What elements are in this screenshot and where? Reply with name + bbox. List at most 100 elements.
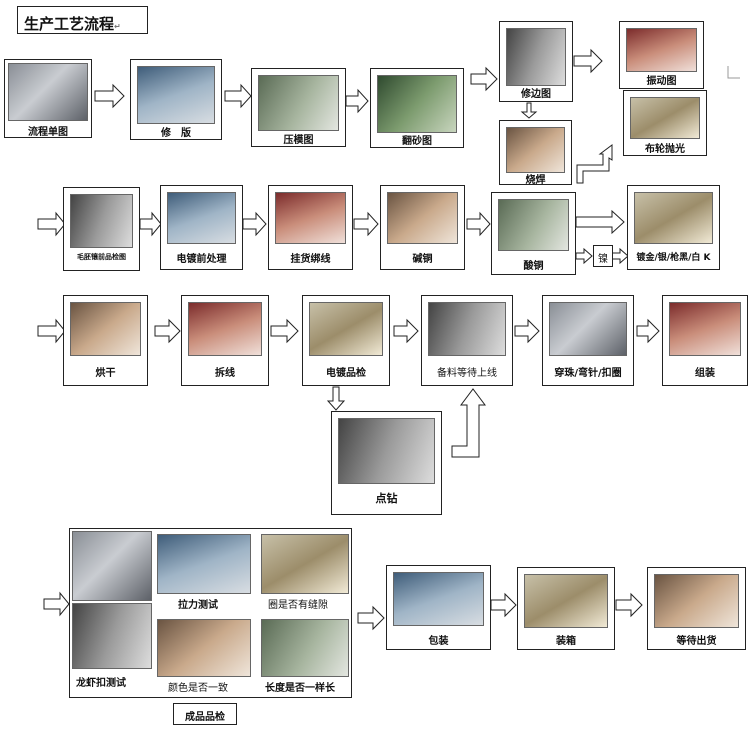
arrow-r4-in	[43, 591, 70, 617]
para-mark: ↵	[114, 22, 121, 31]
photo-color-check	[157, 619, 251, 677]
photo-flow-single	[8, 63, 88, 121]
photo-dry	[70, 302, 141, 356]
label-assemble: 组装	[695, 368, 715, 379]
photo-rough-inspect	[70, 194, 133, 248]
photo-prep-line	[428, 302, 506, 356]
step-nickel: 镍	[593, 245, 613, 267]
photo-box	[524, 574, 608, 628]
step-trim-edge: 修边图	[499, 21, 573, 102]
label-length-check: 长度是否一样长	[265, 683, 335, 694]
photo-trim-edge	[506, 28, 566, 86]
arrow-r4-2	[490, 592, 517, 618]
arrow-r4-1	[357, 605, 385, 631]
step-weld: 烧焊	[499, 120, 572, 186]
step-pre-plating: 电镀前处理	[160, 185, 243, 270]
arrow-weld-polish	[576, 144, 613, 184]
diagram-title: 生产工艺流程↵	[17, 6, 148, 34]
photo-ship	[654, 574, 739, 628]
photo-bead-pin	[549, 302, 627, 356]
photo-plating-finish	[634, 192, 713, 244]
step-prep-line: 备料等待上线	[421, 295, 513, 386]
arrow-r1-2	[224, 83, 252, 109]
step-acid-copper: 酸铜	[491, 192, 576, 275]
label-bead-pin: 穿珠/弯针/扣圈	[554, 368, 622, 379]
step-polish: 布轮抛光	[623, 90, 707, 156]
arrow-r4-3	[615, 592, 643, 618]
photo-assemble	[669, 302, 741, 356]
photo-tumble	[377, 75, 457, 133]
arrow-r3-2	[270, 318, 299, 344]
arrow-stone-prep	[451, 388, 486, 458]
step-set-stone: 点钻	[331, 411, 442, 515]
label-trim-edge: 修边图	[521, 89, 551, 100]
step-box: 装箱	[517, 567, 615, 650]
step-dry: 烘干	[63, 295, 148, 386]
photo-press-mold	[258, 75, 339, 131]
arrow-r1-5	[573, 48, 603, 74]
step-plating-qc: 电镀品检	[302, 295, 390, 386]
label-acid-copper: 酸铜	[523, 261, 544, 272]
photo-polish	[630, 97, 700, 139]
label-tumble: 翻砂图	[402, 136, 432, 147]
label-vibrate: 振动图	[646, 76, 677, 87]
photo-pre-plating	[167, 192, 236, 244]
step-press-mold: 压模图	[251, 68, 346, 147]
step-vibrate: 振动图	[619, 21, 704, 89]
label-pre-plating: 电镀前处理	[176, 254, 227, 265]
step-assemble: 组装	[662, 295, 748, 386]
arrow-r2-1	[139, 211, 162, 237]
arrow-r3-4	[514, 318, 540, 344]
arrow-down-trim	[520, 102, 538, 119]
arrow-from-nickel	[611, 247, 629, 265]
step-alkali-copper: 碱铜	[380, 185, 465, 270]
step-final-qc-block: 龙虾扣测试 拉力测试 圈是否有缝隙 颜色是否一致 长度是否一样长	[69, 528, 352, 698]
photo-length-check	[261, 619, 349, 677]
photo-gap-check	[261, 534, 349, 594]
arrow-r2-4	[466, 211, 491, 237]
label-hang-bind: 挂货绑线	[290, 254, 331, 265]
photo-acid-copper	[498, 199, 569, 251]
arrow-r1-3	[345, 88, 369, 114]
label-color-check: 颜色是否一致	[168, 683, 228, 694]
label-nickel: 镍	[598, 254, 608, 265]
label-final-qc: 成品品检	[185, 712, 225, 723]
label-press-mold: 压模图	[283, 135, 314, 146]
arrow-r3-3	[393, 318, 419, 344]
arrow-down-stone	[326, 386, 346, 411]
step-tumble: 翻砂图	[370, 68, 464, 148]
photo-alkali-copper	[387, 192, 458, 244]
step-trim: 修 版	[130, 59, 222, 140]
arrow-r1-1	[94, 83, 125, 109]
diagram-title-text: 生产工艺流程	[24, 15, 115, 33]
step-hang-bind: 挂货绑线	[268, 185, 353, 270]
arrow-group	[37, 48, 660, 631]
arrow-r2-in	[37, 211, 66, 237]
label-flow-single: 流程单图	[28, 127, 68, 138]
corner-mark	[727, 66, 740, 79]
arrow-r3-in	[37, 318, 66, 344]
label-alkali-copper: 碱铜	[412, 254, 433, 265]
label-weld: 烧焊	[525, 175, 546, 186]
step-ship: 等待出货	[647, 567, 746, 650]
photo-clasp-test-a	[72, 531, 152, 601]
arrow-r2-3	[353, 211, 379, 237]
photo-pack	[393, 572, 484, 626]
label-dry: 烘干	[95, 368, 116, 379]
photo-vibrate	[626, 28, 697, 72]
arrow-r2-5	[575, 209, 625, 235]
step-bead-pin: 穿珠/弯针/扣圈	[542, 295, 634, 386]
label-rough-inspect: 毛胚镶前品检图	[77, 253, 126, 261]
photo-plating-qc	[309, 302, 383, 356]
photo-unwire	[188, 302, 262, 356]
step-unwire: 拆线	[181, 295, 269, 386]
step-flow-single: 流程单图	[4, 59, 92, 138]
arrow-r3-5	[636, 318, 660, 344]
label-trim: 修 版	[161, 128, 191, 139]
label-pack: 包装	[428, 636, 449, 647]
photo-hang-bind	[275, 192, 346, 244]
arrow-to-nickel	[575, 247, 593, 265]
arrow-r2-2	[242, 211, 267, 237]
label-ship: 等待出货	[676, 636, 717, 647]
